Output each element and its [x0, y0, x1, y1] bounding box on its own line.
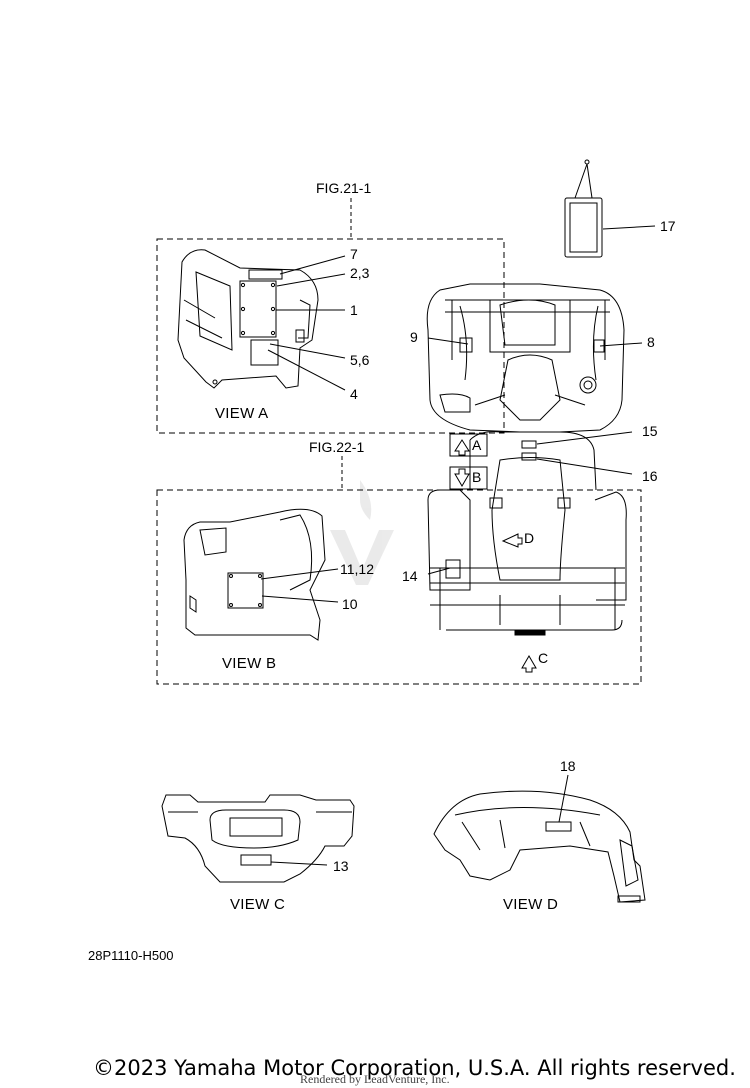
diagram-code: 28P1110-H500 — [88, 948, 174, 963]
callout-16: 16 — [642, 468, 658, 484]
arrow-a-letter: A — [472, 437, 482, 453]
callout-17: 17 — [660, 218, 676, 234]
callout-8: 8 — [647, 334, 655, 350]
callout-13: 13 — [333, 858, 349, 874]
atv-top-view — [426, 283, 627, 636]
fig21-label: FIG.21-1 — [316, 180, 372, 196]
view-a-label: VIEW A — [215, 405, 269, 422]
callout-2-3: 2,3 — [350, 265, 370, 281]
arrow-d-letter: D — [524, 530, 535, 546]
callout-18: 18 — [560, 758, 576, 774]
callout-15: 15 — [642, 423, 658, 439]
view-d-part — [433, 790, 646, 903]
view-b-frame — [156, 489, 642, 685]
arrow-b-letter: B — [472, 469, 482, 485]
rendered-by-notice: Rendered by LeadVenture, Inc. — [300, 1072, 450, 1086]
fig22-label: FIG.22-1 — [309, 439, 365, 455]
view-b-fender — [183, 508, 326, 641]
view-c-part — [161, 794, 355, 883]
callout-4: 4 — [350, 386, 358, 402]
callout-14: 14 — [402, 568, 418, 584]
view-b-label: VIEW B — [222, 655, 277, 672]
callout-1: 1 — [350, 302, 358, 318]
view-a-fender — [177, 249, 319, 389]
copyright-notice: ©2023 Yamaha Motor Corporation, U.S.A. A… — [93, 1056, 736, 1080]
arrow-c-letter: C — [538, 650, 549, 666]
watermark-logo — [330, 480, 394, 585]
hang-tag — [564, 159, 656, 258]
callout-9: 9 — [410, 329, 418, 345]
callout-11-12: 11,12 — [340, 561, 374, 577]
view-d-label: VIEW D — [503, 896, 559, 913]
callout-10: 10 — [342, 596, 358, 612]
callout-5-6: 5,6 — [350, 352, 370, 368]
callout-7: 7 — [350, 246, 358, 262]
view-c-label: VIEW C — [230, 896, 286, 913]
